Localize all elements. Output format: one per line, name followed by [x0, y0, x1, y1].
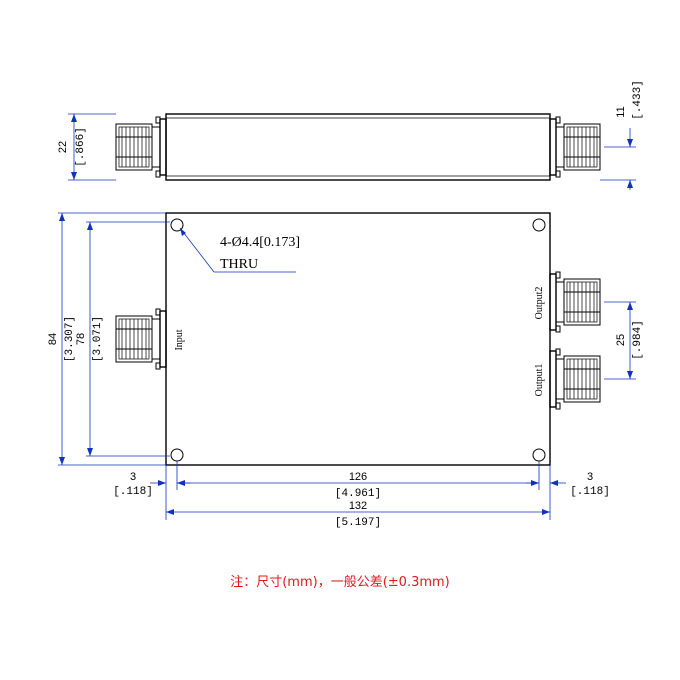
length-dim-inch: [5.197] — [335, 517, 381, 529]
input-connector — [115, 308, 167, 370]
top-body — [165, 113, 551, 181]
hole-callout-thru: THRU — [220, 257, 258, 272]
top-height-dim-inch: [.866] — [75, 127, 87, 167]
port-label-output1: Output1 — [534, 364, 545, 397]
outer-height-dim-inch: [3.307] — [64, 316, 76, 362]
output2-connector — [549, 271, 601, 333]
top-offset-dim-inch: [.433] — [632, 80, 644, 120]
right-margin-dim-mm: 3 — [587, 471, 593, 483]
hole-spacing-dim-inch: [4.961] — [335, 488, 381, 500]
top-view: 22 [.866] 11 [.433] — [57, 80, 644, 190]
inner-height-dim-inch: [3.071] — [92, 316, 104, 362]
mounting-hole-tr — [532, 218, 546, 232]
top-output-connector — [549, 116, 601, 178]
mounting-hole-bl — [170, 448, 184, 462]
hole-callout-size: 4-Ø4.4[0.173] — [220, 235, 300, 250]
outer-height-dim-mm: 84 — [47, 333, 59, 345]
hole-spacing-dim-mm: 126 — [349, 471, 367, 483]
mounting-hole-br — [532, 448, 546, 462]
inner-height-dim-mm: 78 — [75, 333, 87, 345]
length-dim-mm: 132 — [349, 500, 367, 512]
port-label-output2: Output2 — [534, 287, 545, 320]
left-margin-dim-mm: 3 — [130, 471, 136, 483]
left-margin-dim-inch: [.118] — [113, 486, 153, 498]
port-spacing-dim-inch: [.984] — [632, 320, 644, 360]
front-body — [165, 212, 551, 466]
top-offset-dim-mm: 11 — [615, 106, 627, 117]
port-spacing-dim-mm: 25 — [615, 334, 627, 346]
port-label-input: Input — [174, 329, 185, 350]
top-input-connector — [115, 116, 167, 178]
output1-connector — [549, 348, 601, 410]
top-height-dim-mm: 22 — [57, 141, 69, 153]
front-view: 4-Ø4.4[0.173] THRU Input Output2 Output1… — [47, 212, 644, 529]
right-margin-dim-inch: [.118] — [570, 486, 610, 498]
tolerance-note: 注：尺寸(mm)，一般公差(±0.3mm) — [230, 574, 450, 590]
mounting-hole-tl — [170, 218, 184, 232]
